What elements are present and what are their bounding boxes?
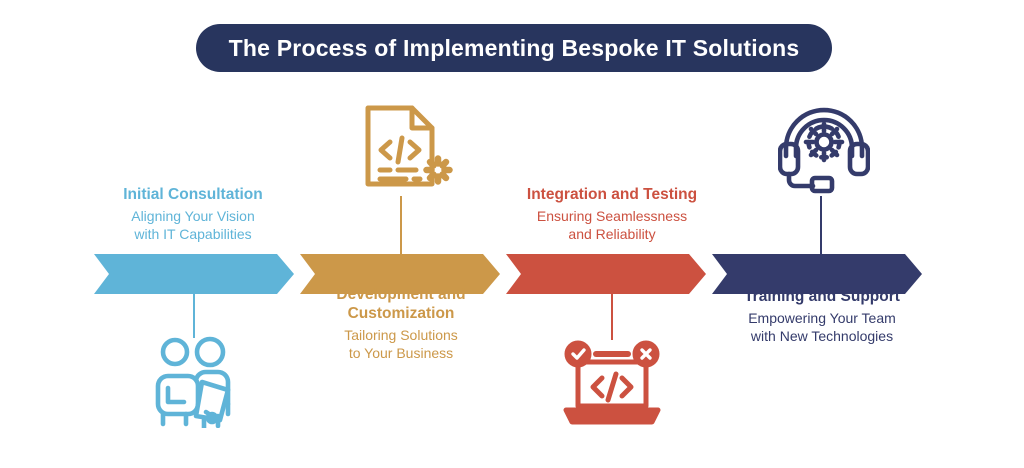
- step-4-subtitle-line2: with New Technologies: [750, 328, 894, 345]
- connector-stem-3: [611, 294, 613, 340]
- step-2-text: Development and Customization Tailoring …: [296, 286, 506, 363]
- connector-stem-2: [400, 196, 402, 254]
- step-arrow-4[interactable]: [712, 254, 922, 294]
- laptop-code-test-icon: [562, 340, 662, 430]
- step-4-text: Training and Support Empowering Your Tea…: [713, 288, 931, 346]
- step-2-heading-line2: Customization: [347, 304, 455, 322]
- connector-stem-1: [193, 294, 195, 338]
- step-2-subtitle-line2: to Your Business: [348, 345, 454, 362]
- step-4-heading: Training and Support: [744, 288, 900, 305]
- step-3-subtitle-line1: Ensuring Seamlessness: [536, 207, 688, 224]
- headset-gear-support-icon: [778, 104, 870, 194]
- two-people-consulting-icon: [150, 336, 238, 428]
- step-2-heading-line1: Development and: [336, 286, 466, 303]
- step-arrow-3[interactable]: [506, 254, 706, 294]
- step-3-heading: Integration and Testing: [526, 186, 698, 203]
- step-3-subtitle-line2: and Reliability: [568, 226, 656, 243]
- connector-stem-4: [820, 196, 822, 254]
- title-banner: The Process of Implementing Bespoke IT S…: [196, 24, 832, 72]
- step-arrow-1[interactable]: [94, 254, 294, 294]
- process-arrow-band: [0, 254, 1024, 294]
- page-title: The Process of Implementing Bespoke IT S…: [228, 34, 800, 61]
- step-4-subtitle-line1: Empowering Your Team: [748, 309, 896, 326]
- step-1-text: Initial Consultation Aligning Your Visio…: [88, 186, 298, 244]
- step-2-subtitle-line1: Tailoring Solutions: [344, 326, 458, 343]
- step-arrow-2[interactable]: [300, 254, 500, 294]
- code-document-gear-icon: [362, 100, 456, 192]
- step-1-subtitle-line1: Aligning Your Vision: [131, 207, 255, 224]
- step-3-text: Integration and Testing Ensuring Seamles…: [503, 186, 721, 244]
- step-1-subtitle-line2: with IT Capabilities: [134, 226, 252, 243]
- step-1-heading: Initial Consultation: [123, 186, 263, 203]
